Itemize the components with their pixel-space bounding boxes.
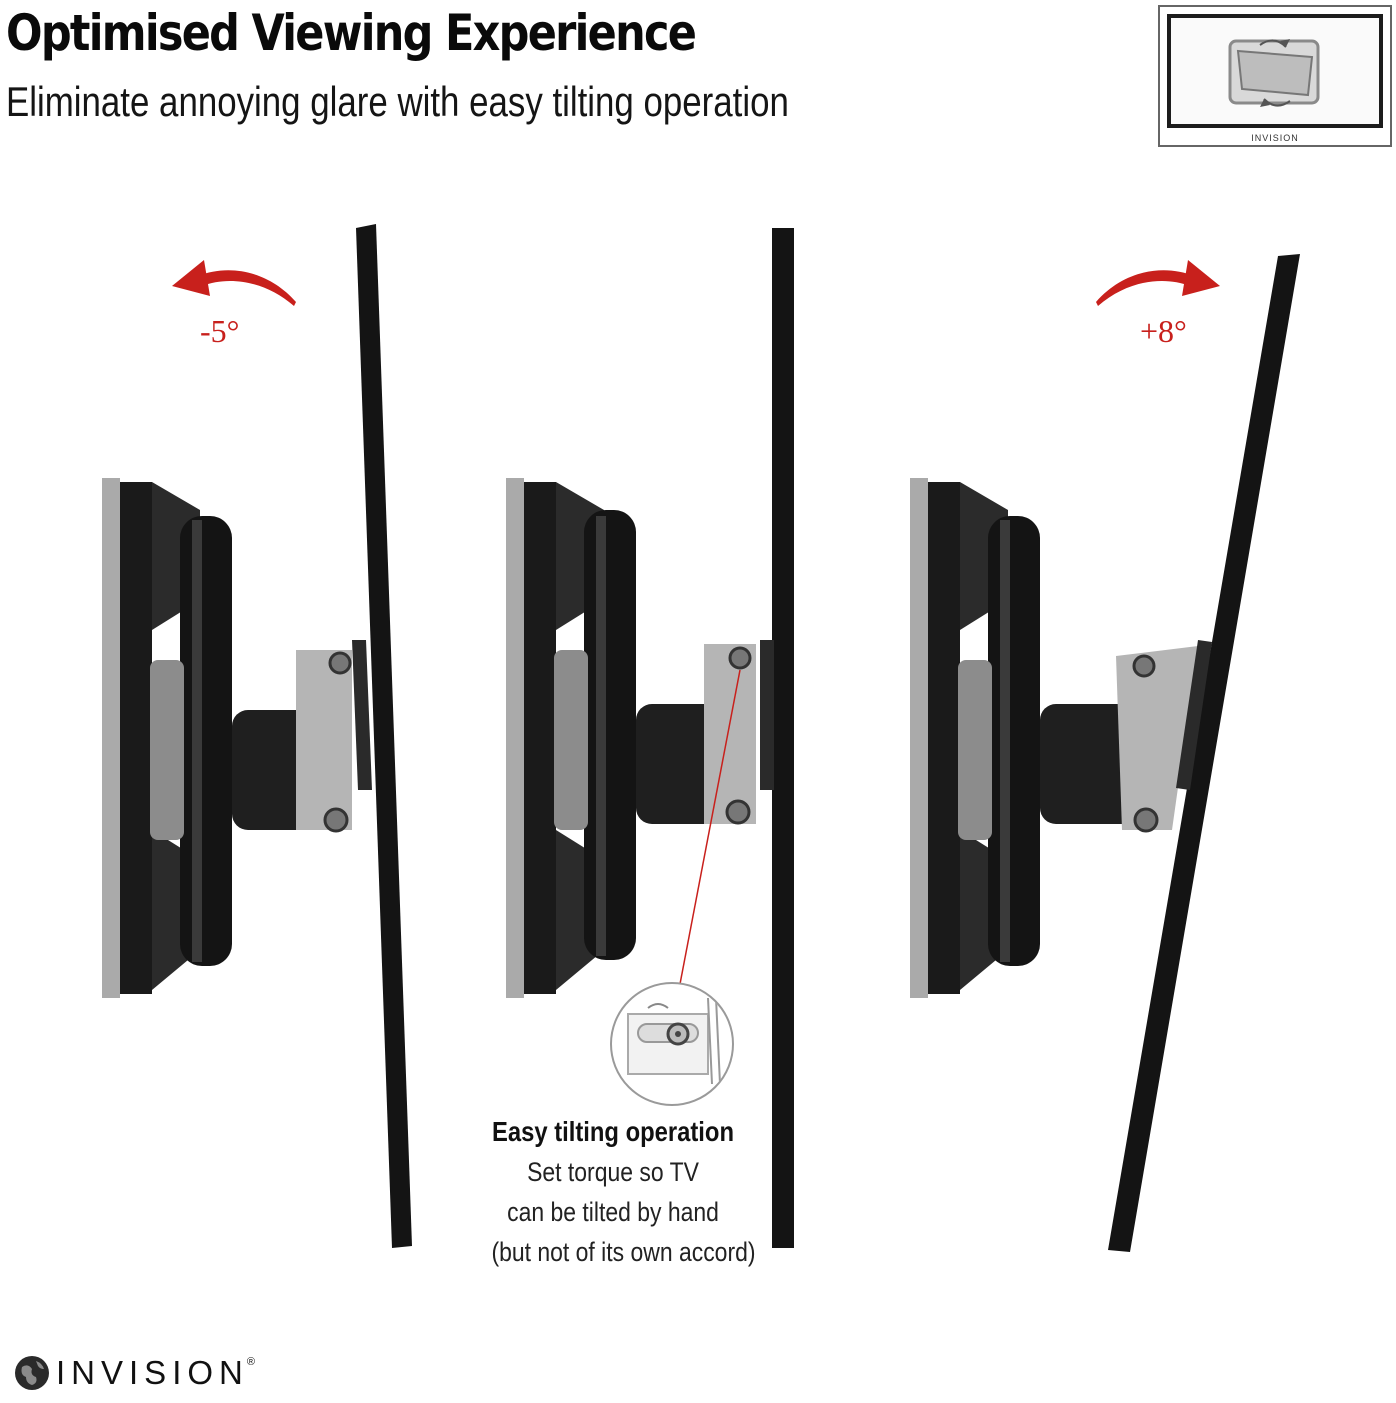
brand-wordmark: INVISION xyxy=(56,1354,249,1391)
tv-screen xyxy=(1167,14,1383,128)
curved-arrow-right-icon xyxy=(1096,260,1220,306)
registered-mark: ® xyxy=(246,1356,255,1368)
callout-line-2: can be tilted by hand xyxy=(507,1197,719,1227)
page-title: Optimised Viewing Experience xyxy=(6,4,697,62)
wall-mount-tilt-back xyxy=(910,254,1300,1252)
wall-mount-tilt-forward xyxy=(102,224,412,1248)
globe-icon xyxy=(15,1356,49,1390)
rotate-screen-icon xyxy=(1228,39,1320,107)
callout-line-3: (but not of its own accord) xyxy=(491,1237,756,1267)
callout-line-1: Set torque so TV xyxy=(527,1157,699,1187)
curved-arrow-left-icon xyxy=(172,260,296,306)
brand-logo: INVISION ® xyxy=(14,1353,255,1393)
bolt-detail-icon xyxy=(627,997,721,1085)
tv-tilt-thumbnail: INVISION xyxy=(1158,5,1392,147)
callout-title: Easy tilting operation xyxy=(491,1116,734,1147)
tilt-plus-label: +8° xyxy=(1140,313,1187,349)
tilt-minus-label: -5° xyxy=(200,313,240,349)
callout-caption: Easy tilting operation Set torque so TV … xyxy=(470,1112,756,1272)
callout-magnifier xyxy=(610,982,734,1106)
page-subtitle: Eliminate annoying glare with easy tilti… xyxy=(6,78,789,125)
tv-brand-label: INVISION xyxy=(1251,133,1299,143)
